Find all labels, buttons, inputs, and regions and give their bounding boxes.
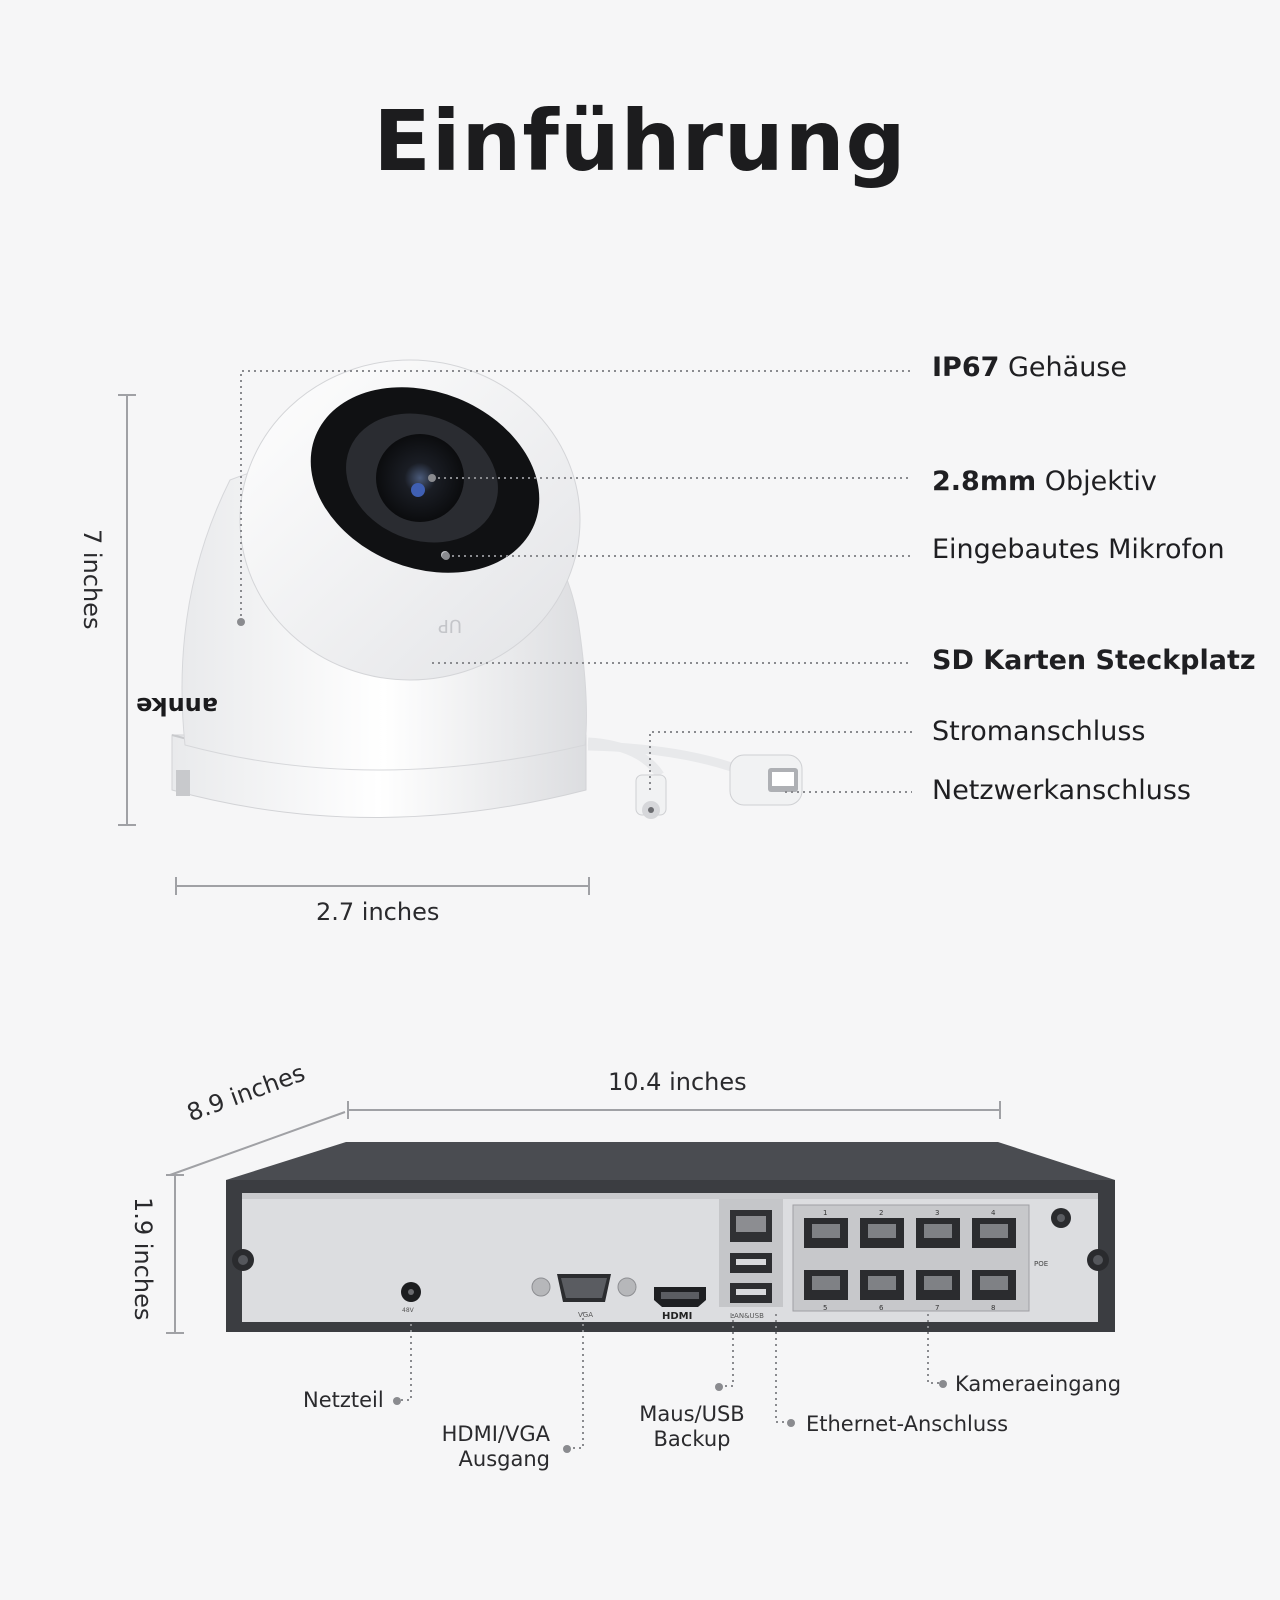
poe-port-number: 1 [823,1209,827,1217]
nvr-height-label: 1.9 inches [129,1197,157,1321]
label-sd-slot: SD Karten Steckplatz [932,645,1256,676]
svg-text:48V: 48V [402,1307,415,1314]
label-network-port: Netzwerkanschluss [932,775,1191,806]
svg-text:HDMI: HDMI [662,1311,692,1322]
nvr-screw-left [232,1249,254,1271]
poe-port-number: 5 [823,1304,827,1312]
poe-port-number: 2 [879,1209,883,1217]
power-connector [635,774,667,819]
label-lens: 2.8mm Objektiv [932,466,1157,497]
page-title: Einführung [373,92,907,190]
dc-power-jack: 48V [401,1282,421,1314]
camera-width-label: 2.7 inches [316,898,440,926]
label-microphone: Eingebautes Mikrofon [932,534,1225,565]
svg-text:LAN&USB: LAN&USB [730,1312,764,1320]
camera-mark: UP [438,615,462,636]
svg-text:VGA: VGA [578,1311,593,1319]
poe-port-number: 7 [935,1304,939,1312]
poe-port-block: 1 2 3 4 5 6 7 8 POE [792,1204,1071,1312]
lan-usb-block: LAN&USB [719,1199,783,1320]
nvr-dimension-lines [166,1101,1001,1334]
camera-leader-lines [240,370,912,793]
network-connector [729,754,803,806]
vga-port: VGA [531,1274,637,1319]
poe-port-number: 6 [879,1304,884,1312]
label-ethernet: Ethernet-Anschluss [806,1412,1009,1436]
nvr-screw-right [1087,1249,1109,1271]
poe-port-number: 3 [935,1209,939,1217]
camera-dimension-lines [118,394,590,895]
poe-port-number: 4 [991,1209,996,1217]
svg-text:POE: POE [1034,1260,1048,1268]
camera-lens [376,434,464,522]
camera-brand-logo: annke [136,692,218,720]
hdmi-port: HDMI [654,1287,706,1322]
poe-port-number: 8 [991,1304,995,1312]
label-kameraeingang: Kameraeingang [955,1372,1122,1396]
nvr-top-cover [226,1142,1115,1180]
label-netzteil: Netzteil [303,1388,384,1412]
label-power-port: Stromanschluss [932,716,1146,747]
nvr-leader-lines [398,1312,942,1449]
nvr-width-label: 10.4 inches [608,1068,747,1096]
label-ip67-housing: IP67 Gehäuse [932,352,1127,383]
